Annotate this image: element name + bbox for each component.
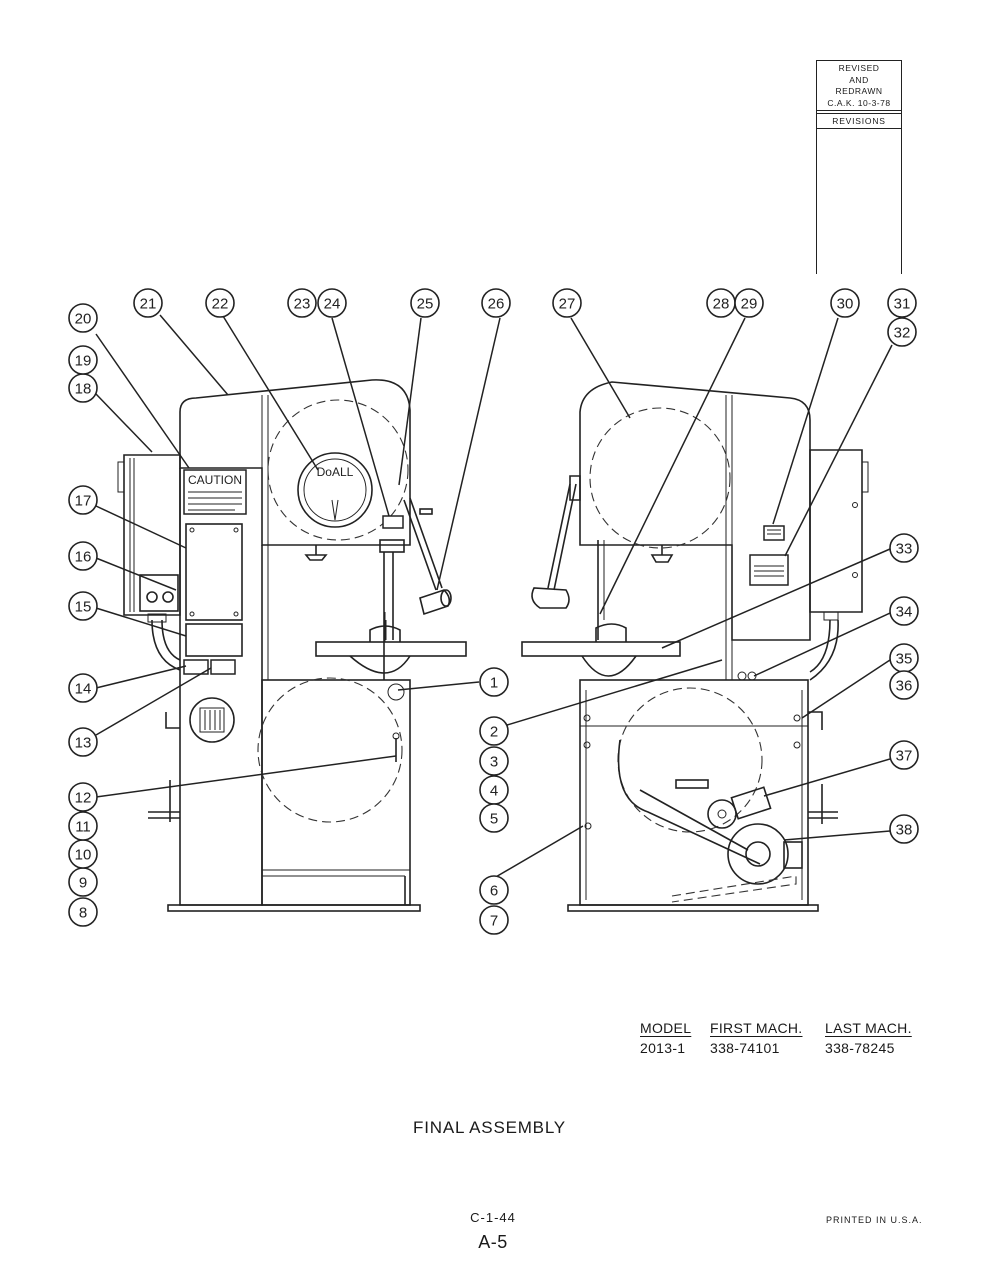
callout-bubble — [889, 740, 919, 770]
revisions-label: REVISIONS — [817, 113, 901, 129]
callout-number: 28 — [713, 296, 730, 313]
callout-number: 8 — [79, 905, 87, 922]
callout-bubble — [479, 667, 509, 697]
header-model: MODEL — [640, 1020, 692, 1036]
callout-number: 3 — [490, 754, 498, 771]
callout-bubble — [68, 897, 98, 927]
callout-bubble — [889, 533, 919, 563]
callout-number: 1 — [490, 675, 498, 692]
drawing-title: FINAL ASSEMBLY — [0, 1118, 995, 1138]
callout-number: 19 — [75, 353, 92, 370]
callout-bubble — [479, 875, 509, 905]
callout-number: 30 — [837, 296, 854, 313]
callout-bubble — [68, 673, 98, 703]
callout-bubble — [68, 485, 98, 515]
callout-bubble — [887, 317, 917, 347]
left-machine-view: DoALL CAUTION — [117, 379, 467, 912]
callout-number: 37 — [896, 748, 913, 765]
model-table-header: MODEL FIRST MACH. LAST MACH. — [640, 1020, 930, 1036]
callout-bubble — [734, 288, 764, 318]
callout-number: 18 — [75, 381, 92, 398]
callout-bubble — [479, 716, 509, 746]
header-last-mach: LAST MACH. — [825, 1020, 912, 1036]
callout-number: 23 — [294, 296, 311, 313]
model-table: MODEL FIRST MACH. LAST MACH. 2013-1 338-… — [640, 1020, 930, 1056]
callout-number: 4 — [490, 783, 498, 800]
caution-plate-text: CAUTION — [188, 473, 242, 487]
callout-number: 29 — [741, 296, 758, 313]
callout-number: 5 — [490, 811, 498, 828]
header-first-mach: FIRST MACH. — [710, 1020, 803, 1036]
callout-bubble — [133, 288, 163, 318]
callout-number: 25 — [417, 296, 434, 313]
callout-bubble — [481, 288, 511, 318]
callout-number: 34 — [896, 604, 913, 621]
callout-number: 22 — [212, 296, 229, 313]
callout-number: 13 — [75, 735, 92, 752]
callout-bubble — [479, 803, 509, 833]
callout-number: 10 — [75, 847, 92, 864]
cell-first-mach: 338-74101 — [710, 1040, 780, 1056]
callout-bubble — [889, 670, 919, 700]
right-machine-view — [521, 381, 869, 912]
callout-bubble — [887, 288, 917, 318]
page-number: A-5 — [478, 1232, 508, 1252]
callout-number: 36 — [896, 678, 913, 695]
callout-bubble — [889, 814, 919, 844]
callout-number: 24 — [324, 296, 341, 313]
callout-number: 35 — [896, 651, 913, 668]
callout-bubble — [68, 782, 98, 812]
callout-bubble — [830, 288, 860, 318]
callout-number: 9 — [79, 875, 87, 892]
callout-number: 2 — [490, 724, 498, 741]
callout-bubble — [68, 591, 98, 621]
callout-bubble — [317, 288, 347, 318]
callout-number: 11 — [75, 819, 91, 836]
doall-logo-left: DoALL — [317, 465, 354, 479]
callout-number: 7 — [490, 913, 498, 930]
callout-number: 14 — [75, 681, 92, 698]
callout-number: 26 — [488, 296, 505, 313]
callout-bubble — [68, 303, 98, 333]
revision-line: C.A.K. 10-3-78 — [827, 97, 891, 108]
callout-number: 16 — [75, 549, 92, 566]
callout-bubble — [68, 541, 98, 571]
drawing-title-text: FINAL ASSEMBLY — [413, 1118, 566, 1137]
callout-bubble — [479, 905, 509, 935]
revision-line: REDRAWN — [835, 86, 883, 96]
cell-last-mach: 338-78245 — [825, 1040, 895, 1056]
revision-line: REVISED — [838, 63, 880, 73]
callout-bubble — [68, 345, 98, 375]
callout-number: 21 — [140, 296, 157, 313]
callout-number: 15 — [75, 599, 92, 616]
printed-note: PRINTED IN U.S.A. — [826, 1215, 923, 1225]
revision-line: AND — [849, 74, 869, 85]
callout-number: 12 — [75, 790, 92, 807]
callout-bubble — [552, 288, 582, 318]
callout-bubble — [68, 811, 98, 841]
callout-number: 33 — [896, 541, 913, 558]
callout-bubble — [410, 288, 440, 318]
callout-bubble — [205, 288, 235, 318]
callout-number: 17 — [75, 493, 92, 510]
callout-bubble — [68, 727, 98, 757]
model-table-row: 2013-1 338-74101 338-78245 — [640, 1040, 930, 1056]
callout-number: 20 — [75, 311, 92, 328]
callout-number: 38 — [896, 822, 913, 839]
revision-note: REVISED AND REDRAWN C.A.K. 10-3-78 — [817, 61, 901, 111]
cell-model: 2013-1 — [640, 1040, 686, 1056]
leader-lines — [95, 314, 893, 879]
revisions-block: REVISED AND REDRAWN C.A.K. 10-3-78 REVIS… — [816, 60, 902, 274]
callout-number: 6 — [490, 883, 498, 900]
callout-bubble — [287, 288, 317, 318]
callout-bubble — [889, 596, 919, 626]
callout-number: 27 — [559, 296, 576, 313]
callout-number: 31 — [894, 296, 911, 313]
callout-bubble — [479, 746, 509, 776]
callout-number: 32 — [894, 325, 911, 342]
sheet-code: C-1-44 — [470, 1210, 516, 1225]
